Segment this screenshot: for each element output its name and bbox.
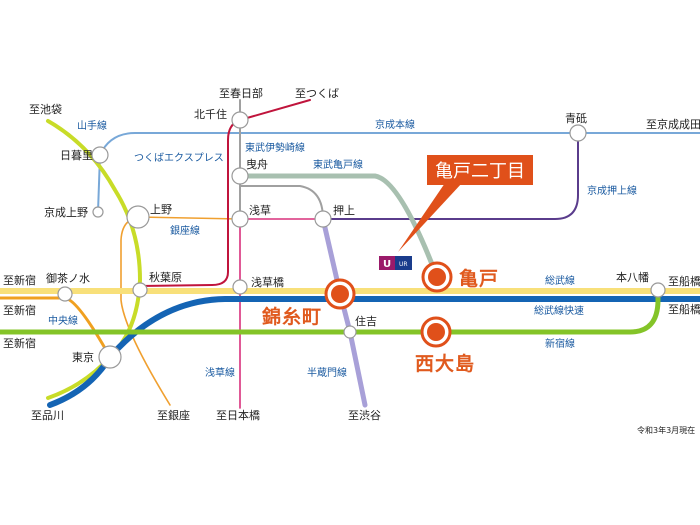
line-label-chuo: 中央線 [48,314,78,327]
station-hikifune-marker[interactable] [231,167,249,185]
station-oshiage: 押上 [333,203,355,217]
station-asakusa-marker[interactable] [231,210,249,228]
dest-shinjuku-shinjuku: 至新宿 [3,336,36,350]
line-label-sobu-rapid: 総武線快速 [534,304,584,317]
station-tokyo: 東京 [72,350,94,364]
callout-label: 亀戸二丁目 [435,161,525,182]
highlight-kameido-marker[interactable] [421,261,453,293]
dest-tsukuba: 至つくば [295,87,339,100]
line-label-shinjuku: 新宿線 [545,337,575,350]
line-label-keisei-oshiage: 京成押上線 [587,184,637,197]
station-keisei-ueno-marker[interactable] [92,206,104,218]
highlight-kameido: 亀戸 [459,268,499,290]
station-ueno-marker[interactable] [126,205,150,229]
station-akihabara: 秋葉原 [149,270,182,284]
station-motoyawata: 本八幡 [616,270,649,284]
station-akihabara-marker[interactable] [132,282,148,298]
as-of-note: 令和3年3月現在 [637,425,695,435]
ur-logo: U UR [379,256,412,270]
station-oshiage-marker[interactable] [314,210,332,228]
shinjuku-line [0,287,661,335]
station-nippori: 日暮里 [60,148,93,162]
station-ochanomizu-marker[interactable] [57,286,73,302]
dest-kasukabe: 至春日部 [219,86,263,100]
hanzomon-line [320,216,368,408]
keisei-oshiage-line [322,132,579,220]
callout-kameido-nichome: 亀戸二丁目 [398,155,533,252]
station-sumiyoshi: 住吉 [355,314,377,328]
dest-ginza: 至銀座 [157,408,190,422]
dest-ikebukuro: 至池袋 [29,102,62,116]
dest-shinagawa: 至品川 [31,409,64,422]
dest-funabashi-rapid: 至船橋 [668,302,700,316]
station-asakusa: 浅草 [249,204,271,217]
keisei-main-line [99,132,700,156]
station-aoto: 青砥 [565,112,587,125]
dest-shinjuku-chuo: 至新宿 [3,303,36,317]
station-aoto-marker[interactable] [569,124,587,142]
station-asakusabashi-marker[interactable] [232,279,248,295]
tx-line [139,99,311,287]
highlight-nishi-ojima: 西大島 [415,352,475,375]
line-label-tobu-isesaki: 東武伊勢崎線 [245,141,305,154]
dest-narita: 至京成成田 [646,117,700,131]
sobu-rapid-line [47,296,700,408]
station-asakusabashi: 浅草橋 [251,275,284,289]
line-label-yamanote: 山手線 [77,119,107,132]
station-tokyo-marker[interactable] [98,345,122,369]
station-kitasenju-marker[interactable] [231,111,249,129]
line-label-sobu: 総武線 [545,274,575,287]
asakusa-line [239,218,324,409]
dest-shibuya: 至渋谷 [348,409,381,422]
station-hikifune: 曳舟 [246,157,268,171]
yamanote-line [46,119,143,400]
highlight-kinshicho: 錦糸町 [262,305,322,328]
line-label-hanzomon: 半蔵門線 [307,366,347,379]
dest-nihonbashi: 至日本橋 [216,408,260,422]
line-label-tobu-kameido: 東武亀戸線 [313,158,363,171]
station-ueno: 上野 [150,203,172,216]
line-label-keisei-main: 京成本線 [375,118,415,131]
line-label-ginza: 銀座線 [170,224,200,237]
dest-funabashi-sobu: 至船橋 [668,274,700,288]
highlight-nishi-ojima-marker[interactable] [420,316,452,348]
station-motoyawata-marker[interactable] [650,282,666,298]
svg-text:U: U [383,259,391,270]
tobu-kameido-line [237,173,440,280]
station-sumiyoshi-marker[interactable] [343,325,357,339]
line-label-tsukuba-express: つくばエクスプレス [134,152,224,164]
station-kitasenju: 北千住 [194,107,227,121]
station-keisei-ueno: 京成上野 [44,205,88,219]
svg-text:UR: UR [399,261,408,268]
highlight-kinshicho-marker[interactable] [324,278,356,310]
station-nippori-marker[interactable] [91,146,109,164]
dest-shinjuku-sobu: 至新宿 [3,273,36,287]
line-label-asakusa: 浅草線 [205,366,235,379]
station-ochanomizu: 御茶ノ水 [46,271,90,285]
